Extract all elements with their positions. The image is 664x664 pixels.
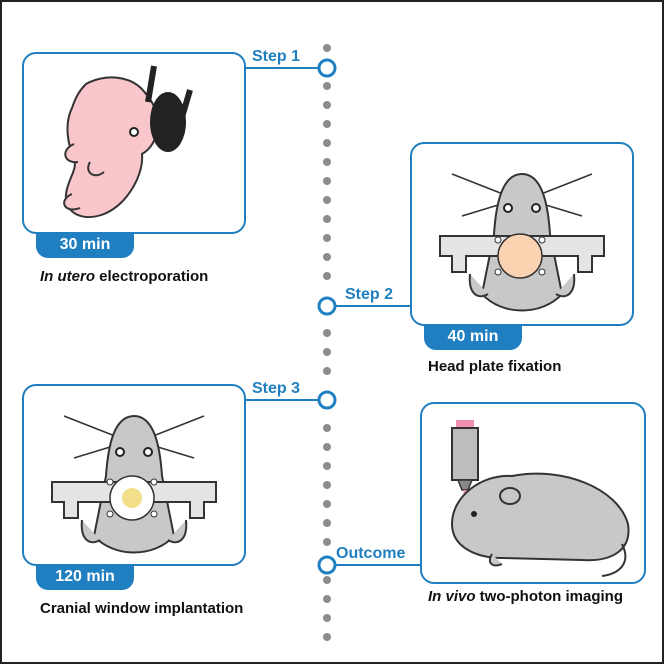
step3-label: Step 3 [252, 380, 301, 397]
timeline-dot [323, 367, 331, 375]
outcome-label: Outcome [336, 545, 406, 562]
head-plate-illustration [439, 172, 605, 312]
timeline-dot [323, 234, 331, 242]
step3-caption: Cranial window implantation [40, 600, 243, 617]
timeline-dot [323, 253, 331, 261]
timeline-dot [323, 215, 331, 223]
timeline-dot [323, 82, 331, 90]
outcome-caption-italic: In vivo [428, 588, 476, 605]
step3-caption-rest: Cranial window implantation [40, 600, 244, 617]
timeline-dot [323, 519, 331, 527]
timeline-dot [323, 44, 331, 52]
step2-caption-rest: Head plate fixation [428, 358, 562, 375]
timeline-dot [323, 500, 331, 508]
timeline-dots [323, 44, 331, 641]
step1-caption-rest: electroporation [95, 268, 209, 285]
step1-time-badge: 30 min [36, 232, 134, 258]
step2-label: Step 2 [345, 286, 394, 303]
timeline-dot [323, 120, 331, 128]
timeline-dot [323, 462, 331, 470]
step1-node [317, 58, 337, 78]
step3-time-badge: 120 min [36, 564, 134, 590]
outcome-caption: In vivo two-photon imaging [428, 588, 623, 605]
timeline-dot [323, 139, 331, 147]
step2-caption: Head plate fixation [428, 358, 561, 375]
embryo-illustration [63, 65, 193, 219]
timeline-dot [323, 424, 331, 432]
outcome-node [317, 555, 337, 575]
two-photon-mouse-illustration [450, 420, 630, 577]
timeline-dot [323, 348, 331, 356]
step2-node [317, 296, 337, 316]
timeline-dot [323, 538, 331, 546]
step2-time-badge: 40 min [424, 324, 522, 350]
step1-caption-italic: In utero [40, 268, 95, 285]
timeline-dot [323, 633, 331, 641]
timeline-dot [323, 158, 331, 166]
timeline-dot [323, 443, 331, 451]
timeline-dot [323, 101, 331, 109]
step3-node [317, 390, 337, 410]
outcome-caption-rest: two-photon imaging [475, 588, 623, 605]
timeline-dot [323, 272, 331, 280]
timeline-dot [323, 177, 331, 185]
timeline-dot [323, 481, 331, 489]
step1-label: Step 1 [252, 48, 301, 65]
step1-caption: In utero electroporation [40, 268, 208, 285]
cranial-window-illustration [51, 414, 217, 554]
step3-panel [22, 384, 246, 566]
timeline-dot [323, 614, 331, 622]
timeline-dot [323, 196, 331, 204]
step1-panel [22, 52, 246, 234]
timeline-dot [323, 576, 331, 584]
timeline-dot [323, 595, 331, 603]
step2-panel [410, 142, 634, 326]
outcome-panel [420, 402, 646, 584]
timeline-dot [323, 329, 331, 337]
